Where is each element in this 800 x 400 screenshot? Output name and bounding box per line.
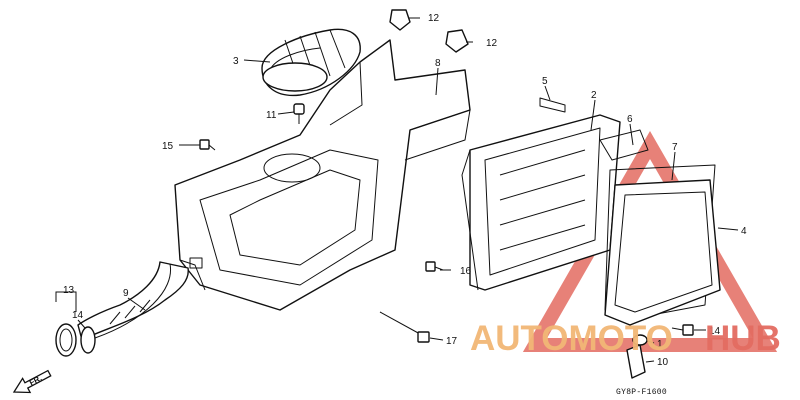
- part-intake-boot: [261, 28, 361, 97]
- callout-part-16-upper: 15: [162, 141, 174, 152]
- callout-part-15: 14: [709, 326, 721, 337]
- callout-part-16-lower: 16: [460, 266, 472, 277]
- callout-labels: 3 12 12 8 11 15 5 2 6 7 4 16 17 9 13 14 …: [63, 13, 747, 368]
- part-element-seal: [539, 97, 566, 113]
- callout-part-1: 1: [657, 339, 663, 350]
- callout-part-7: 7: [672, 142, 678, 153]
- part-clip-lower: [445, 29, 469, 53]
- part-mount-bolt-upper: [199, 139, 216, 151]
- callout-part-8: 8: [435, 58, 441, 69]
- callout-part-2: 2: [591, 90, 597, 101]
- callout-part-11: 11: [266, 110, 277, 121]
- watermark-word-main: AUTOMOTO: [470, 319, 673, 358]
- callout-part-12-upper: 12: [428, 13, 440, 24]
- part-cleaner-cover: [604, 179, 721, 326]
- part-tube-clamp: [55, 323, 96, 357]
- callout-part-4: 4: [741, 226, 747, 237]
- leader-lines: [55, 17, 739, 363]
- callout-part-9: 9: [123, 288, 129, 299]
- part-drain-plug: [632, 334, 648, 346]
- part-cover-bolt: [671, 324, 694, 336]
- part-long-bolt: [379, 311, 430, 343]
- callout-part-5: 5: [542, 76, 548, 87]
- callout-part-14: 14: [72, 310, 84, 321]
- part-element-holder: [604, 164, 716, 321]
- watermark-word-accent: HUB: [705, 319, 781, 358]
- diagram-code: GY8P-F1600: [616, 388, 667, 397]
- part-connecting-tube: [77, 261, 189, 341]
- callout-part-10: 10: [657, 357, 669, 368]
- callout-part-3: 3: [233, 56, 239, 67]
- callout-part-17: 17: [446, 336, 458, 347]
- part-drain-cap: [626, 344, 646, 379]
- part-gasket: [599, 129, 649, 161]
- watermark-text: AUTOMOTO HUB: [470, 319, 781, 358]
- callout-part-13: 13: [63, 285, 75, 296]
- part-air-element: [461, 114, 621, 291]
- front-direction-arrow: FR.: [12, 369, 52, 394]
- callout-part-12-lower: 12: [486, 38, 498, 49]
- part-grommet: [293, 103, 305, 124]
- part-mount-bolt-lower: [425, 261, 444, 272]
- callout-part-6: 6: [627, 114, 633, 125]
- part-air-cleaner-case: [174, 39, 471, 311]
- part-clip-upper: [389, 9, 411, 31]
